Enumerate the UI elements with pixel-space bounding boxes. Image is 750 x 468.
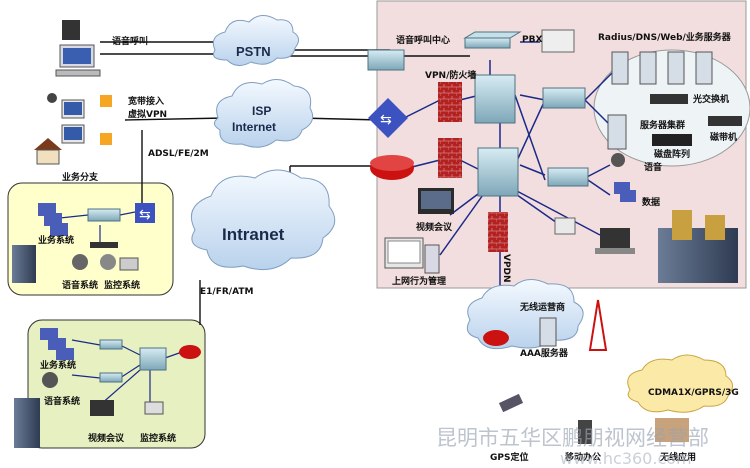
pstn-label: PSTN bbox=[236, 44, 271, 59]
svg-text:⇆: ⇆ bbox=[139, 207, 151, 223]
branch2-video-label: 视频会议 bbox=[88, 432, 125, 444]
hq-links bbox=[399, 41, 616, 305]
svg-text:⇆: ⇆ bbox=[380, 112, 392, 128]
watermark-url: www.hc360.com bbox=[560, 449, 692, 468]
tape-label: 磁带机 bbox=[710, 131, 737, 143]
voice-call-label: 语音呼叫 bbox=[112, 35, 148, 47]
pstn-cloud bbox=[212, 15, 299, 66]
vpdn-label: VPDN bbox=[501, 254, 511, 283]
server-cluster-label: 服务器集群 bbox=[640, 119, 685, 131]
optical-switch-label: 光交换机 bbox=[692, 93, 729, 105]
video-conf-label: 视频会议 bbox=[416, 221, 453, 233]
branch1-monitor-label: 监控系统 bbox=[104, 279, 140, 291]
data-label: 数据 bbox=[642, 196, 660, 208]
branch2-monitor-label: 监控系统 bbox=[140, 432, 176, 444]
disk-array-label: 磁盘阵列 bbox=[654, 148, 690, 160]
voice-call-pc bbox=[55, 20, 101, 77]
e1-label: E1/FR/ATM bbox=[200, 287, 253, 297]
vpn-firewall-label: VPN/防火墙 bbox=[425, 69, 476, 81]
branch2-business-label: 业务系统 bbox=[40, 359, 76, 371]
cdma-label: CDMA1X/GPRS/3G bbox=[648, 388, 739, 398]
watermark-text: 昆明市五华区鹏朋视网经营部 bbox=[436, 426, 709, 450]
hq-equipment: ⇆ bbox=[367, 29, 742, 444]
adsl-label: ADSL/FE/2M bbox=[148, 149, 209, 159]
isp-cloud bbox=[214, 79, 314, 148]
broadband-label-1: 宽带接入 bbox=[127, 95, 164, 107]
branch1-voice-label: 语音系统 bbox=[62, 279, 98, 291]
branch2-devices bbox=[14, 328, 201, 448]
gps-label: GPS定位 bbox=[490, 451, 528, 463]
internet-label: Internet bbox=[232, 120, 276, 134]
isp-label: ISP bbox=[252, 104, 271, 118]
mobile-office-label: 移动办公 bbox=[565, 451, 601, 463]
servers-title-label: Radius/DNS/Web/业务服务器 bbox=[598, 31, 732, 43]
intranet-cloud bbox=[191, 169, 336, 271]
wireless-operator-label: 无线运营商 bbox=[519, 301, 565, 313]
broadband-users bbox=[34, 93, 112, 165]
internet-mgmt-label: 上网行为管理 bbox=[392, 275, 446, 287]
branch-label: 业务分支 bbox=[62, 171, 99, 183]
branch-links bbox=[59, 211, 183, 406]
branch1-devices: ⇆ bbox=[12, 203, 155, 283]
intranet-label: Intranet bbox=[222, 225, 285, 244]
voice-label: 语音 bbox=[644, 161, 662, 173]
broadband-label-2: 虚拟VPN bbox=[128, 108, 167, 120]
voice-center-label: 语音呼叫中心 bbox=[396, 34, 450, 46]
pbx-label: PBX bbox=[522, 35, 542, 45]
branch2-voice-label: 语音系统 bbox=[44, 395, 80, 407]
cdma-cloud bbox=[627, 354, 733, 413]
wireless-app-label: 无线应用 bbox=[659, 451, 696, 463]
branch1-business-label: 业务系统 bbox=[38, 234, 74, 246]
aaa-server-label: AAA服务器 bbox=[520, 347, 569, 359]
